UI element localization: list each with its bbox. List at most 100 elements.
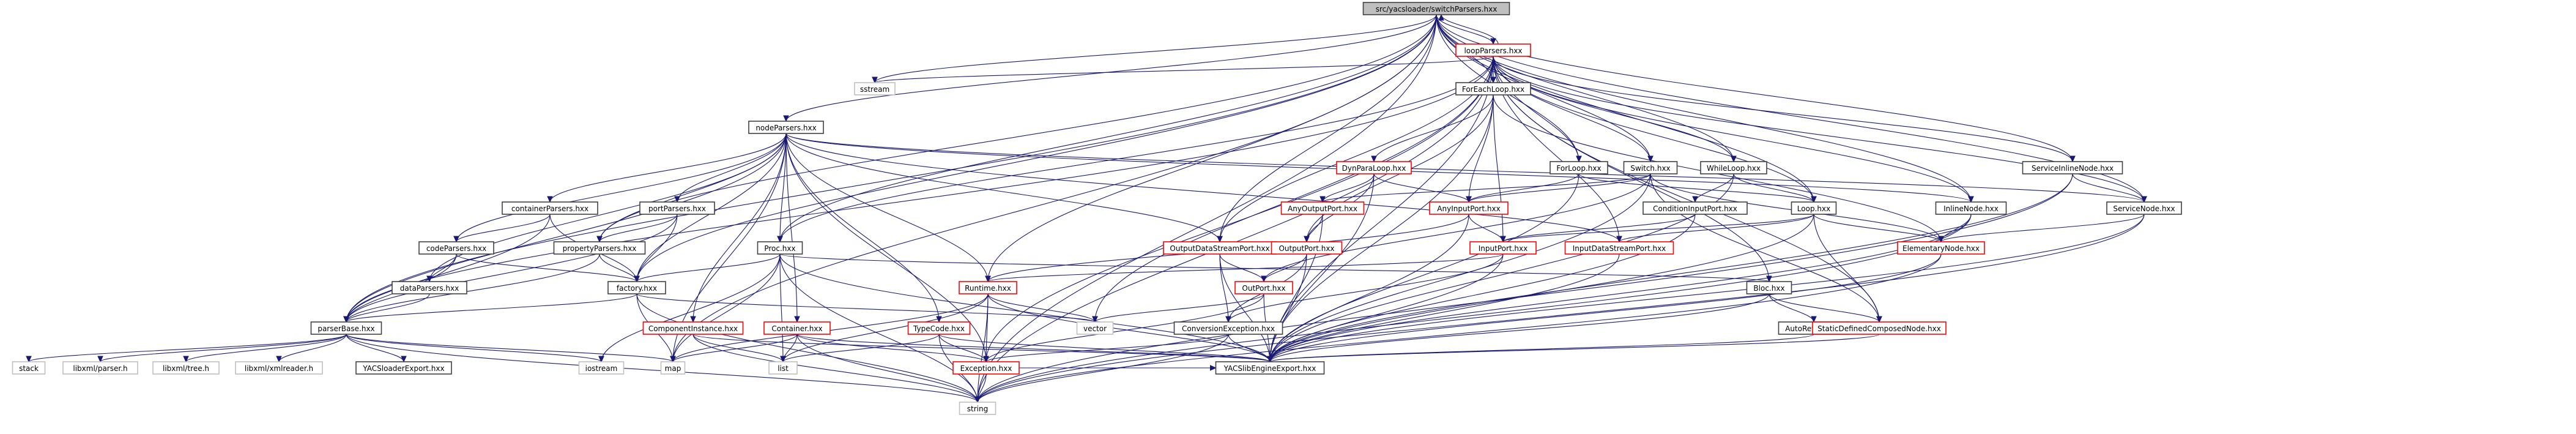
edge-OutPort-to-vector [1092,293,1264,323]
arrowhead-icon [1320,196,1326,203]
arrowhead-icon [453,236,459,243]
node-box [660,361,686,375]
node-Bloc[interactable]: Bloc.hxx [1746,281,1792,294]
node-label: Proc.hxx [764,244,795,253]
node-box [1623,161,1678,174]
node-Container[interactable]: Container.hxx [763,321,831,335]
edge-Switch-to-AnyInputPort [1466,173,1651,203]
node-box [1564,241,1674,255]
arrowhead-icon [794,316,800,323]
node-label: TypeCode.hxx [913,324,965,333]
node-Runtime[interactable]: Runtime.hxx [959,281,1017,294]
node-box [235,361,323,375]
node-ForLoop[interactable]: ForLoop.hxx [1550,161,1608,174]
edge-ServiceNode-to-ElementaryNode [1938,214,2145,243]
node-OutputDataStreamPort[interactable]: OutputDataStreamPort.hxx [1163,241,1277,255]
node-box [748,121,824,134]
node-StaticDefinedComposedNode[interactable]: StaticDefinedComposedNode.hxx [1812,321,1947,335]
node-Switch[interactable]: Switch.hxx [1623,161,1678,174]
node-label: OutPort.hxx [1242,284,1285,293]
edge-parserBase-to-stack [26,334,347,363]
arrowhead-icon [1261,275,1267,283]
edge-parserBase-to-libxml_tree [183,334,347,363]
node-label: sstream [860,85,889,94]
node-AnyOutputPort[interactable]: AnyOutputPort.hxx [1280,201,1365,215]
node-map: map [660,361,686,375]
edge-Container-to-map [670,334,798,363]
node-OutPort[interactable]: OutPort.hxx [1234,281,1293,294]
node-InputDataStreamPort[interactable]: InputDataStreamPort.hxx [1564,241,1674,255]
node-label: StaticDefinedComposedNode.hxx [1817,324,1941,333]
node-DynParaLoop[interactable]: DynParaLoop.hxx [1336,161,1412,174]
node-ServiceNode[interactable]: ServiceNode.hxx [2106,201,2182,215]
node-ConditionInputPort[interactable]: ConditionInputPort.hxx [1642,201,1748,215]
node-AnyInputPort[interactable]: AnyInputPort.hxx [1429,201,1509,215]
edge-WhileLoop-to-Loop [1733,173,1817,203]
edge-ForLoop-to-AnyInputPort [1466,173,1579,203]
node-label: map [665,364,681,373]
edge-nodeParsers-to-InputDataStreamPort [785,133,1622,243]
node-factory[interactable]: factory.hxx [607,281,666,294]
node-box [642,321,744,335]
node-WhileLoop[interactable]: WhileLoop.hxx [1700,161,1767,174]
node-portParsers[interactable]: portParsers.hxx [639,201,715,215]
node-label: ConditionInputPort.hxx [1653,204,1737,213]
node-YACSlibEngineExport[interactable]: YACSlibEngineExport.hxx [1215,361,1325,375]
node-ElementaryNode[interactable]: ElementaryNode.hxx [1897,241,1985,255]
edge-ForEachLoop-to-InputPort [1493,94,1506,243]
edge-loopParsers-to-WhileLoop [1493,56,1737,163]
edge-Proc-to-list [779,253,786,363]
edge-Loop-to-ElementaryNode [1813,214,1944,243]
node-ComponentInstance[interactable]: ComponentInstance.hxx [642,321,744,335]
arrowhead-icon [1968,196,1974,203]
node-label: OutputDataStreamPort.hxx [1170,244,1269,253]
node-codeParsers[interactable]: codeParsers.hxx [418,241,494,255]
node-containerParsers[interactable]: containerParsers.hxx [502,201,598,215]
edge-WhileLoop-to-ConditionInputPort [1692,173,1734,203]
node-label: OutputPort.hxx [1279,244,1334,253]
node-InlineNode[interactable]: InlineNode.hxx [1935,201,2007,215]
node-label: ForLoop.hxx [1556,164,1601,173]
node-label: Exception.hxx [960,364,1012,373]
edge-AnyInputPort-to-YACSlibEngineExport [1267,214,1469,363]
edge-ForEachLoop-to-DynParaLoop [1371,94,1494,163]
node-dataParsers[interactable]: dataParsers.hxx [392,281,467,294]
node-nodeParsers[interactable]: nodeParsers.hxx [748,121,824,134]
node-box [1469,241,1537,255]
node-InputPort[interactable]: InputPort.hxx [1469,241,1537,255]
node-Proc[interactable]: Proc.hxx [757,241,803,255]
node-stack: stack [12,361,46,375]
node-label: factory.hxx [617,284,657,293]
node-OutputPort[interactable]: OutputPort.hxx [1271,241,1343,255]
node-ConversionException[interactable]: ConversionException.hxx [1173,321,1283,335]
node-TypeCode[interactable]: TypeCode.hxx [907,321,971,335]
node-ForEachLoop[interactable]: ForEachLoop.hxx [1455,82,1531,95]
nodes-layer: src/yacsloader/switchParsers.hxxloopPars… [12,2,2182,415]
edge-propertyParsers-to-factory [599,253,640,283]
node-propertyParsers[interactable]: propertyParsers.hxx [553,241,646,255]
arrowhead-icon [1576,155,1582,163]
arrowhead-icon [985,275,991,283]
arrowhead-icon [777,236,783,243]
edge-dataParsers-to-parserBase [343,293,430,323]
node-loopParsers[interactable]: loopParsers.hxx [1455,43,1531,57]
node-box [1362,2,1510,15]
edge-ConditionInputPort-to-YACSlibEngineExport [1267,214,1696,363]
node-label: libxml/tree.h [163,364,209,373]
node-parserBase[interactable]: parserBase.hxx [310,321,382,335]
edge-nodeParsers-to-propertyParsers [596,133,787,243]
node-label: vector [1083,324,1107,333]
edge-nodeParsers-to-Container [785,133,800,323]
node-Loop[interactable]: Loop.hxx [1791,201,1837,215]
node-ServiceInlineNode[interactable]: ServiceInlineNode.hxx [2022,161,2123,174]
node-sstream: sstream [854,82,896,95]
edge-Loop-to-InputPort [1500,214,1814,243]
edge-factory-to-vector [636,293,1098,323]
edge-containerParsers-to-parserBase [343,214,551,323]
node-box [1234,281,1293,294]
edge-Switch-to-AnyOutputPort [1320,173,1651,203]
arrowhead-icon [1371,155,1377,163]
node-YACSloaderExport[interactable]: YACSloaderExport.hxx [355,361,452,375]
node-Exception[interactable]: Exception.hxx [952,361,1020,375]
node-box [959,281,1017,294]
